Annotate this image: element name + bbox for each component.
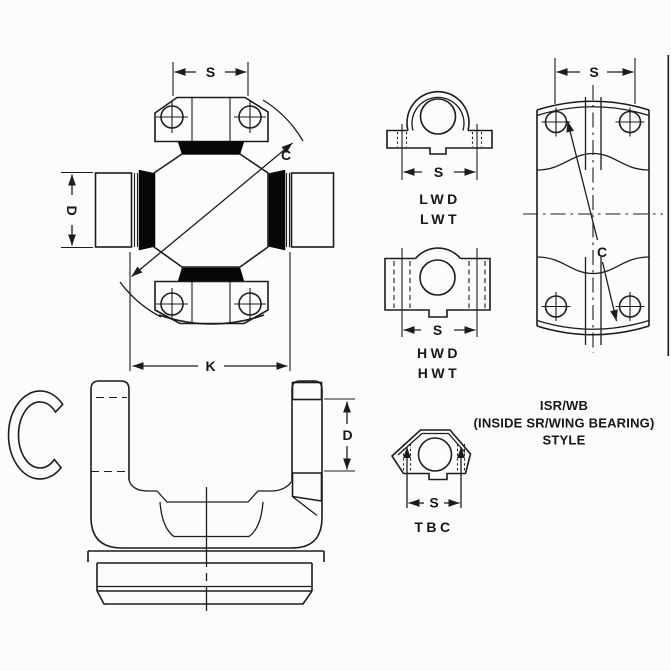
cross-dim-c: C	[119, 99, 304, 318]
yoke-dim-d: D	[324, 398, 355, 472]
dim-label-s: S	[434, 164, 443, 180]
dim-label-d: D	[342, 427, 352, 443]
seal-bottom	[177, 267, 245, 282]
bolt-hole	[234, 288, 266, 320]
dim-label-c: C	[281, 147, 291, 163]
bearing-bore	[419, 98, 457, 135]
dim-label-d: D	[64, 205, 80, 215]
isr-dim-s: S	[554, 58, 636, 104]
cross-dim-d: D	[61, 171, 93, 249]
bolt-hole	[541, 292, 571, 321]
yoke-base	[87, 550, 325, 605]
bolt-hole	[541, 107, 571, 137]
cap-style-lwd: S LWD LWT	[386, 90, 493, 227]
isr-caption: ISR/WB (INSIDE SR/WING BEARING) STYLE	[473, 398, 654, 448]
dim-label-c: C	[597, 244, 607, 260]
hwd-dim-s: S	[403, 322, 476, 338]
cross-dim-s: S	[172, 62, 249, 96]
bearing-section-hatch	[291, 381, 323, 401]
seal-left	[138, 169, 156, 251]
lwd-dim-s: S	[403, 164, 476, 180]
isr-caption-line2: (INSIDE SR/WING BEARING)	[473, 416, 654, 431]
bolt-hole	[615, 107, 645, 137]
cap-style-name: TBC	[414, 519, 453, 535]
isr-assembly: S C ISR/WB (INSIDE SR/WING BEARING)	[473, 58, 663, 448]
cap-style-name: HWD	[417, 345, 461, 361]
isr-caption-line3: STYLE	[543, 433, 586, 448]
bearing-bore	[419, 259, 456, 296]
top-bearing-cap	[154, 96, 269, 143]
dim-label-s: S	[206, 64, 215, 80]
cap-style-name: LWT	[420, 211, 460, 227]
cross-assembly: S	[61, 62, 335, 371]
yoke-inner-lip	[128, 479, 293, 503]
isr-outline	[536, 110, 650, 326]
bolt-hole	[234, 101, 266, 133]
bearing-bore	[417, 437, 453, 472]
bolt-hole	[156, 288, 188, 320]
yoke-dim-k: K	[132, 358, 288, 374]
cap-style-tbc: S TBC	[390, 429, 472, 535]
isr-caption-line1: ISR/WB	[540, 398, 588, 413]
hidden-bore-lines	[91, 396, 127, 473]
isr-dim-c: C	[566, 120, 618, 322]
seal-top	[177, 141, 245, 155]
dim-label-s: S	[433, 322, 442, 338]
yoke-inner-bowl	[159, 501, 264, 538]
dim-label-s: S	[589, 64, 598, 80]
cap-style-name: HWT	[418, 365, 460, 381]
k-extension-lines	[129, 252, 291, 371]
dim-label-s: S	[429, 495, 438, 511]
snap-ring	[7, 390, 64, 480]
bearing-section-hatch	[291, 472, 323, 502]
bottom-bearing-cap	[154, 280, 269, 325]
seal-right	[268, 169, 286, 251]
left-bearing-cup	[94, 169, 156, 251]
right-bearing-cup	[268, 169, 335, 251]
cap-style-hwd: S HWD HWT	[384, 247, 491, 381]
dim-label-k: K	[205, 358, 215, 374]
yoke-section: K D	[87, 358, 355, 611]
cap-style-name: LWD	[419, 191, 461, 207]
bolt-hole	[156, 101, 188, 133]
bolt-hole	[615, 292, 645, 321]
tbc-dim-s: S	[408, 495, 460, 511]
